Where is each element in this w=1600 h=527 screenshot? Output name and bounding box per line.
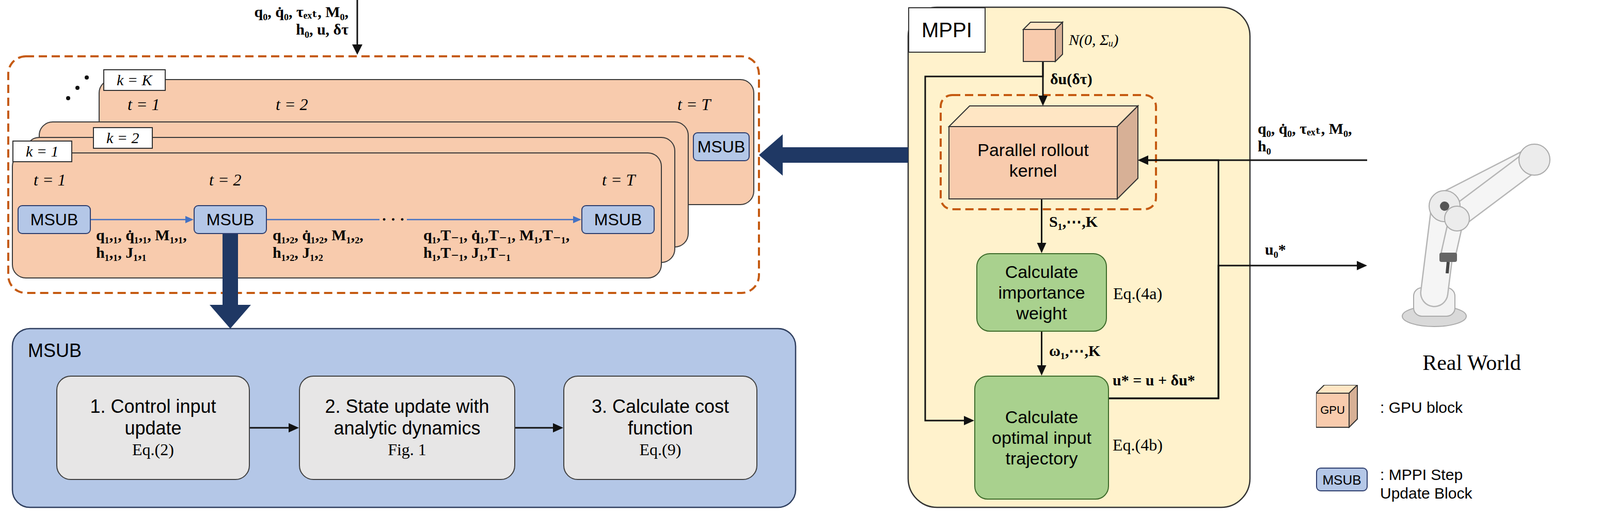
time-label: t = 1 (33, 170, 66, 190)
flow-arrow (1109, 160, 1219, 399)
robot-gripper (1439, 252, 1457, 262)
node-text: MSUB (697, 136, 746, 157)
panel-title: MPPI (908, 7, 986, 53)
edge-label: S₁,⋯,K (1049, 212, 1098, 231)
equation-ref: Eq.(4b) (1112, 434, 1163, 455)
update-formula: u* = u + δu* (1112, 371, 1196, 389)
equation-ref: Eq.(4a) (1113, 282, 1163, 304)
rollout-card-fill (12, 152, 662, 278)
flow-arrow (1109, 265, 1357, 399)
cube-shape (1023, 22, 1063, 62)
msub-panel: MSUB 1. Control input updateEq.(2) 2. Stat… (12, 328, 796, 508)
rollout-region-outline (8, 56, 759, 293)
msub-block: MSUB (581, 204, 655, 234)
robot-arm (1367, 137, 1577, 335)
node-text: 1. Control input update (66, 395, 240, 439)
equation-ref: Fig. 1 (387, 438, 427, 460)
time-label: t = 1 (127, 94, 160, 115)
state-label: q₁,T₋₁, q̇₁,T₋₁, M₁,T₋₁, h₁,T₋₁, J₁,T₋₁ (423, 226, 571, 262)
card-index: k = 1 (12, 140, 73, 163)
msub-block: MSUB (17, 204, 91, 234)
edge-label: u₀* (1264, 240, 1287, 259)
cube-front (948, 126, 1118, 199)
robot-joint (1518, 144, 1550, 176)
cube-front (1316, 392, 1350, 427)
node-text: Calculate optimal input trajectory (982, 406, 1101, 469)
card-index: k = 2 (92, 127, 153, 149)
panel-title: MSUB (27, 339, 82, 362)
node-text: MSUB (30, 209, 78, 230)
kernel-block: Parallel rollout kernel (948, 105, 1138, 199)
legend-text: : GPU block (1380, 398, 1463, 417)
time-label: t = 2 (209, 170, 242, 190)
cube-side (1349, 384, 1358, 427)
stack-dot (75, 85, 80, 90)
cube-front (1023, 29, 1056, 62)
input-arrowhead (352, 44, 363, 55)
rollout-card: k = 2 (25, 137, 675, 263)
cube-side (1055, 22, 1063, 62)
step-box: 1. Control input updateEq.(2) (56, 375, 250, 480)
robot-joint (1439, 201, 1450, 211)
msub-block: MSUB (692, 132, 750, 162)
flow-arrow (1040, 198, 1043, 243)
process-box: Calculate optimal input trajectoryu* = u… (974, 375, 1110, 500)
flow-arrow (249, 426, 289, 429)
msub-panel-fill (12, 328, 796, 508)
flow-arrow (266, 218, 574, 221)
time-label: t = T (677, 94, 711, 115)
flow-arrow (90, 218, 186, 221)
cube-side (1117, 105, 1138, 199)
time-label: t = T (602, 170, 636, 190)
time-label: t = 2 (275, 94, 308, 115)
edge-label: q₀, q̇₀, τₑₓₜ, M₀, h₀ (1257, 119, 1354, 155)
node-text: 2. State update with analytic dynamics (309, 395, 505, 439)
equation-ref: Eq.(9) (639, 438, 682, 460)
edge-label: δu(δτ) (1050, 70, 1093, 88)
legend-text: : MPPI Step Update Block (1380, 465, 1504, 503)
robot-joint (1444, 206, 1470, 231)
rollout-card: k = Kt = 1t = 2t = TMSUB (99, 79, 754, 205)
flow-arrow (515, 426, 553, 429)
block-arrow (782, 147, 909, 163)
msub-block: MSUB (193, 204, 267, 234)
legend-sample-text: GPU (1316, 402, 1350, 418)
step-box: 2. State update with analytic dynamicsFi… (298, 375, 516, 480)
connectors (90, 61, 1368, 428)
block-arrow (222, 233, 239, 305)
edge-label: ω₁,⋯,K (1049, 341, 1101, 360)
input-arrow (356, 0, 359, 46)
input-signals: q₀, q̇₀, τₑₓₜ, M₀, h₀, u, δτ (242, 3, 349, 39)
ellipsis: · · · (379, 210, 407, 228)
node-text: MSUB (594, 209, 642, 230)
stack-dot (84, 75, 89, 80)
edge-label: q₁,₁, q̇₁,₁, M₁,₁, h₁,₁, J₁,₁ (96, 226, 188, 262)
card-index: k = K (103, 69, 166, 91)
flow-arrow (1148, 159, 1368, 162)
mppi-panel-fill (908, 7, 1250, 508)
node-text: Parallel rollout kernel (955, 139, 1112, 181)
noise-cube: N(0, Σᵤ) (1023, 22, 1063, 62)
robot-figure: Real World (1367, 137, 1577, 381)
flow-arrow (1040, 331, 1043, 366)
container-fills (8, 7, 1250, 508)
robot-gripper (1447, 261, 1449, 274)
distribution-label: N(0, Σᵤ) (1068, 30, 1119, 50)
stack-dot (66, 96, 71, 101)
cube-top (948, 105, 1138, 127)
node-text: MSUB (206, 209, 255, 230)
step-box: 3. Calculate cost functionEq.(9) (563, 375, 758, 480)
edge-label: q₁,₂, q̇₁,₂, M₁,₂, h₁,₂, J₁,₂ (272, 226, 365, 262)
equation-ref: Eq.(2) (132, 438, 174, 460)
node-text: Calculate importance weight (984, 261, 1099, 324)
node-text: 3. Calculate cost function (573, 395, 748, 439)
figure-caption: Real World (1367, 349, 1577, 376)
process-box: Calculate importance weightEq.(4a) (976, 252, 1107, 332)
legend-sample-text: MSUB (1316, 471, 1368, 488)
kernel-region (940, 94, 1156, 210)
